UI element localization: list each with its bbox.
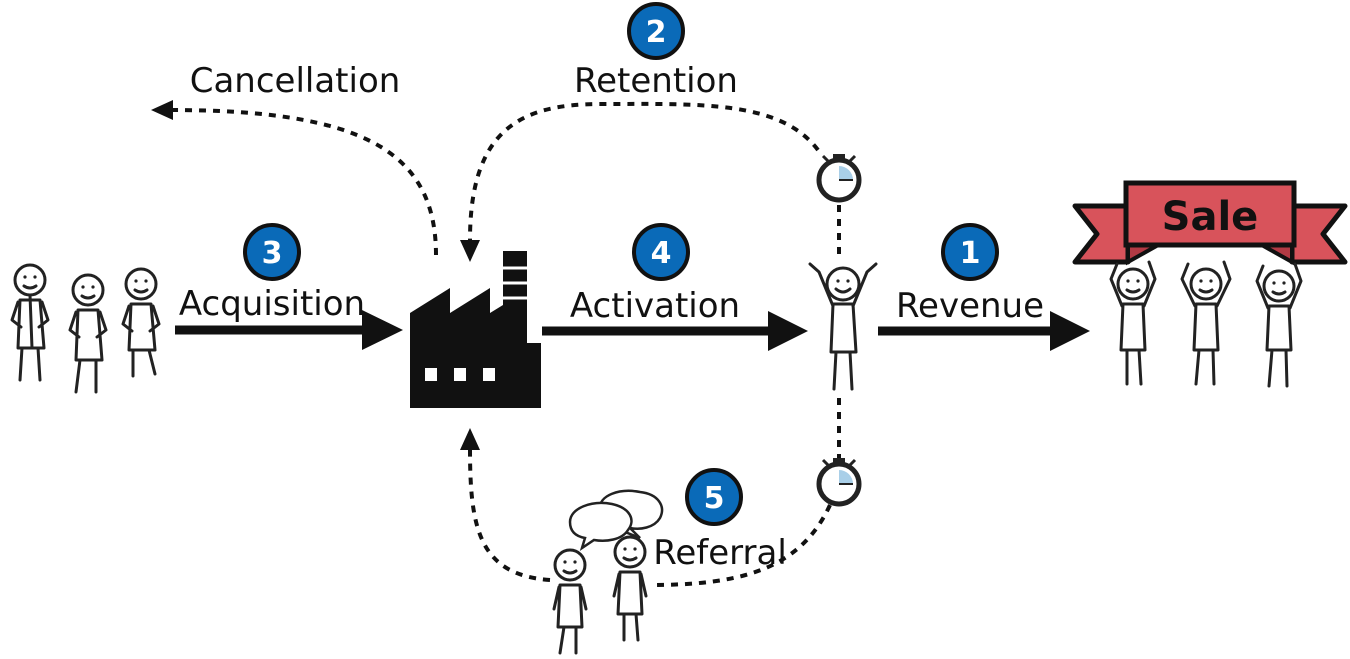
banner-icon — [1072, 203, 1131, 265]
badge-number: 4 — [651, 236, 672, 271]
badge-number: 2 — [646, 15, 667, 50]
badge-number: 5 — [704, 481, 725, 516]
stick-figure-icon — [10, 263, 50, 382]
prospects-group — [10, 263, 161, 394]
acquisition-label: Acquisition — [179, 284, 365, 324]
badge-activation: 4 — [632, 223, 690, 281]
badge-number: 1 — [960, 236, 981, 271]
badge-number: 3 — [262, 236, 283, 271]
revenue-label: Revenue — [896, 286, 1044, 326]
sale-banner: Sale — [1072, 180, 1348, 266]
activation-arrow — [542, 311, 808, 351]
cancellation-label: Cancellation — [190, 61, 401, 101]
stick-figure-icon — [612, 535, 648, 642]
revenue-arrow — [878, 311, 1090, 351]
cancellation-arrow — [151, 100, 438, 256]
stopwatch-icon — [819, 154, 859, 200]
sale-label: Sale — [1162, 194, 1259, 240]
activation-label: Activation — [570, 286, 740, 326]
speech-bubble-icon — [568, 489, 664, 551]
badge-referral: 5 — [685, 468, 743, 526]
stick-figure-icon — [1255, 262, 1303, 388]
acquisition-arrow — [175, 310, 403, 350]
stick-figure-icon — [1180, 260, 1232, 386]
banner-carriers — [1109, 260, 1303, 388]
badge-retention: 2 — [627, 2, 685, 60]
stick-figure-icon — [552, 548, 588, 655]
badge-revenue: 1 — [941, 223, 999, 281]
retention-arrow — [460, 101, 820, 262]
stick-figure-icon — [1109, 260, 1157, 386]
stick-figure-icon — [121, 267, 161, 378]
retention-label: Retention — [574, 61, 738, 101]
stick-figure-icon — [68, 273, 108, 394]
factory-icon — [410, 251, 541, 408]
badge-acquisition: 3 — [243, 223, 301, 281]
stick-figure-icon — [808, 262, 878, 391]
referral-arrow — [460, 428, 832, 587]
stopwatch-icon — [819, 458, 859, 504]
referral-label: Referral — [653, 533, 787, 573]
